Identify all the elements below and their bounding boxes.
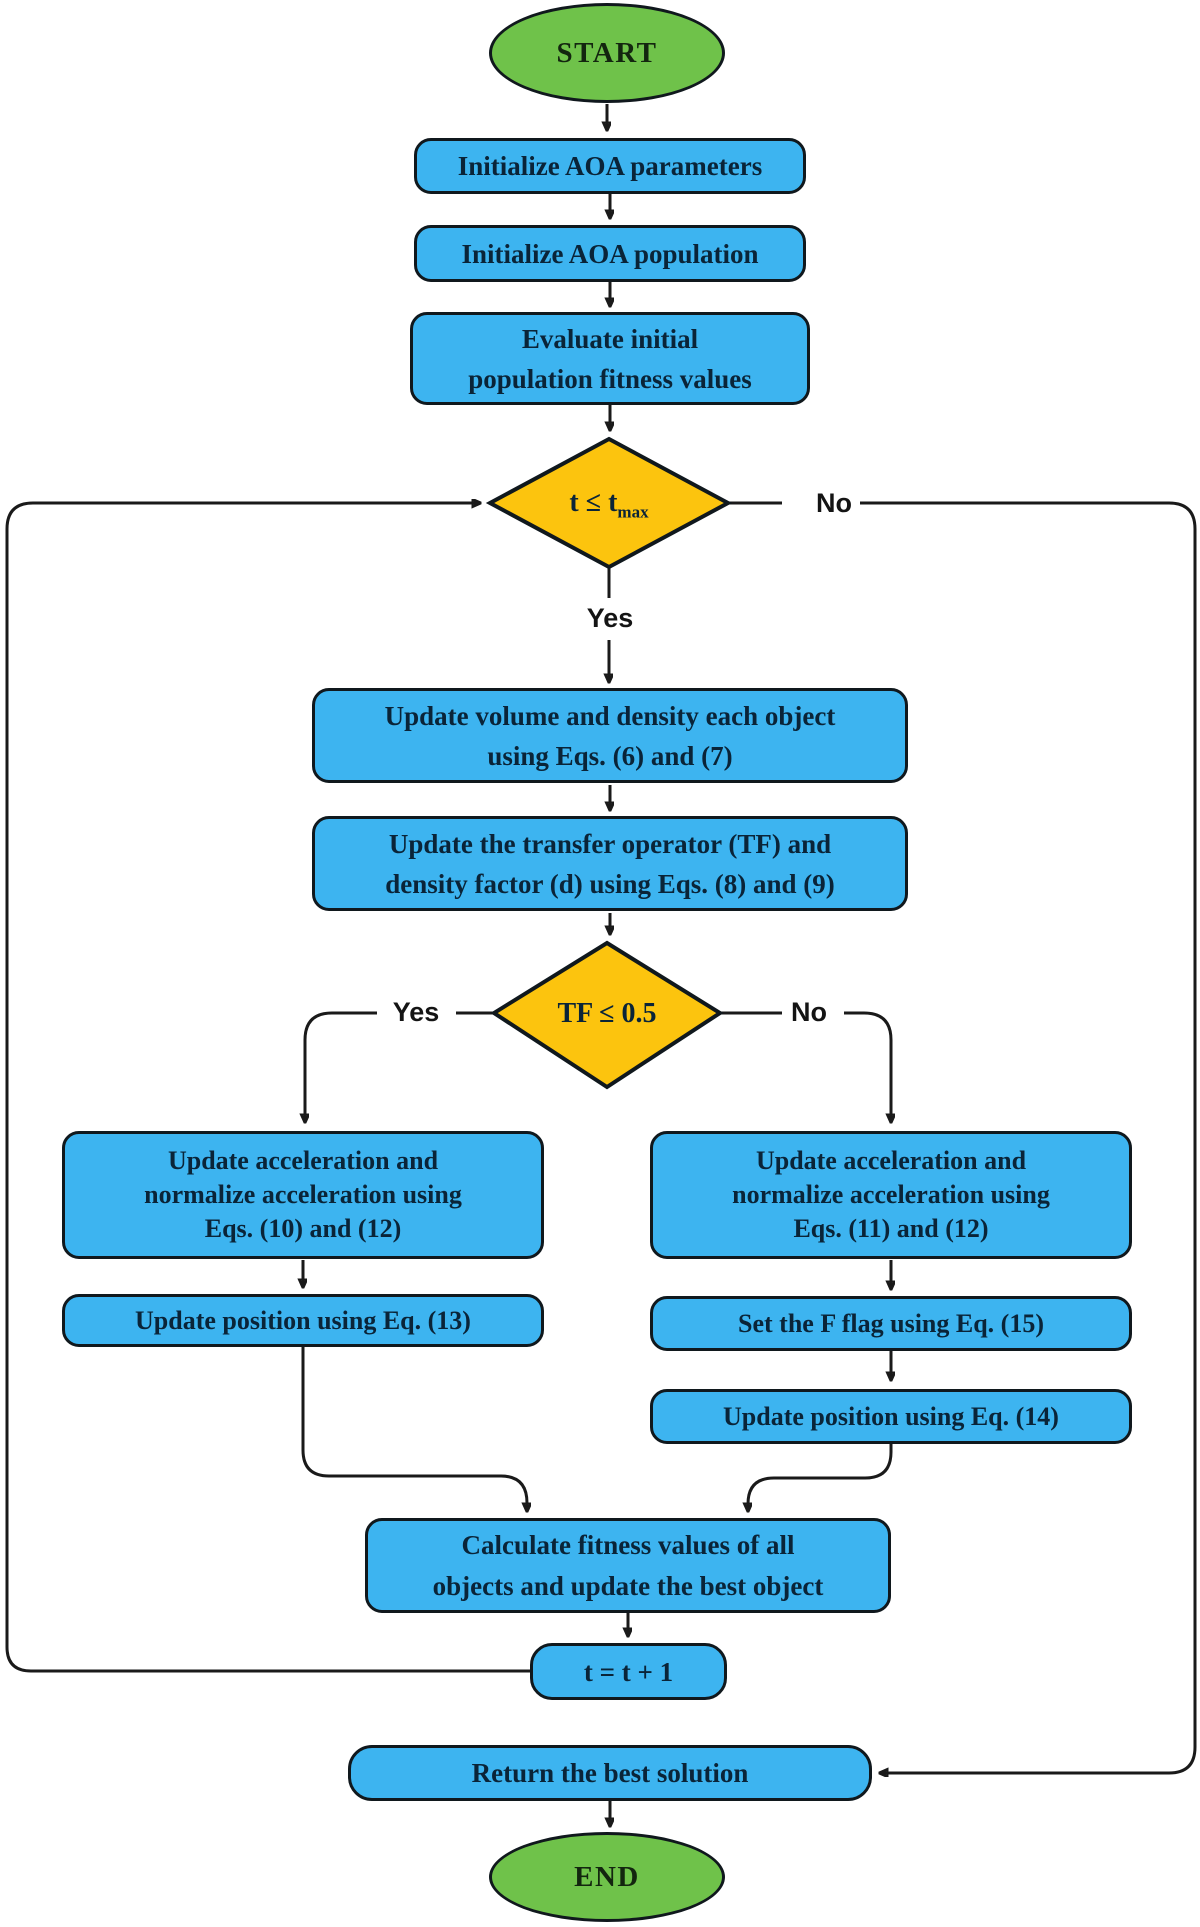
process-set-flag: Set the F flag using Eq. (15)	[650, 1296, 1132, 1351]
end-label: END	[574, 1860, 640, 1893]
increment-label: t = t + 1	[583, 1656, 674, 1687]
tf-line-1: Update the transfer operator (TF) and	[388, 828, 832, 859]
tf-no-text: No	[791, 996, 827, 1027]
process-increment: t = t + 1	[530, 1643, 727, 1700]
evaluate-line-2: population fitness values	[468, 363, 752, 394]
position-yes-label: Update position using Eq. (13)	[135, 1305, 471, 1335]
process-accel-yes: Update acceleration and normalize accele…	[62, 1131, 544, 1259]
iter-check-text: t ≤ t	[569, 487, 618, 518]
tf-check-text: TF ≤ 0.5	[557, 998, 657, 1029]
edge-iter-no-to-return	[860, 501, 1197, 1773]
decision-iteration-check	[485, 436, 733, 570]
accel-yes-line-2: normalize acceleration using	[144, 1180, 462, 1209]
process-init-population: Initialize AOA population	[414, 225, 806, 282]
iter-check-subscript: max	[617, 502, 649, 522]
edge-label-iteration-no: No	[794, 483, 874, 523]
start-label: START	[556, 36, 658, 69]
volume-line-1: Update volume and density each object	[384, 700, 836, 731]
process-calc-fitness: Calculate fitness values of all objects …	[365, 1518, 891, 1613]
set-flag-label: Set the F flag using Eq. (15)	[738, 1308, 1044, 1338]
process-init-params-label: Initialize AOA parameters	[457, 151, 763, 181]
edge-position-no-to-calc	[748, 1444, 893, 1510]
calc-fitness-line-1: Calculate fitness values of all	[461, 1529, 795, 1560]
calc-fitness-line-2: objects and update the best object	[432, 1570, 824, 1601]
accel-no-line-1: Update acceleration and	[755, 1146, 1027, 1175]
accel-no-line-2: normalize acceleration using	[732, 1180, 1050, 1209]
edge-increment-loop-to-iter-check	[5, 503, 530, 1673]
accel-yes-line-1: Update acceleration and	[167, 1146, 439, 1175]
decision-tf-check	[490, 940, 724, 1090]
tf-yes-text: Yes	[392, 996, 440, 1027]
edge-position-yes-to-calc	[301, 1347, 527, 1510]
process-update-tf-density: Update the transfer operator (TF) and de…	[312, 816, 908, 911]
accel-yes-line-3: Eqs. (10) and (12)	[204, 1214, 402, 1243]
process-update-volume-density: Update volume and density each object us…	[312, 688, 908, 783]
decision-iteration-check-label: t ≤ tmax	[490, 439, 728, 567]
process-init-population-label: Initialize AOA population	[461, 238, 759, 269]
process-position-yes: Update position using Eq. (13)	[62, 1294, 544, 1347]
iter-yes-text: Yes	[586, 602, 634, 633]
edge-label-tf-no: No	[776, 992, 842, 1032]
position-no-label: Update position using Eq. (14)	[723, 1401, 1059, 1431]
edge-label-iteration-yes: Yes	[570, 598, 650, 638]
tf-line-2: density factor (d) using Eqs. (8) and (9…	[385, 868, 835, 899]
process-return-best: Return the best solution	[348, 1745, 872, 1801]
return-best-label: Return the best solution	[471, 1758, 749, 1788]
process-init-params: Initialize AOA parameters	[414, 138, 806, 194]
iter-no-text: No	[816, 487, 852, 518]
decision-tf-check-label: TF ≤ 0.5	[494, 943, 720, 1085]
process-accel-no: Update acceleration and normalize accele…	[650, 1131, 1132, 1259]
evaluate-line-1: Evaluate initial	[521, 323, 699, 354]
volume-line-2: using Eqs. (6) and (7)	[487, 740, 733, 771]
start-terminator: START	[489, 3, 725, 103]
accel-no-line-3: Eqs. (11) and (12)	[793, 1214, 989, 1243]
edge-tf-no-segment-b	[844, 1011, 891, 1121]
end-terminator: END	[489, 1832, 725, 1922]
process-evaluate-initial: Evaluate initial population fitness valu…	[410, 312, 810, 405]
edge-label-tf-yes: Yes	[377, 992, 455, 1032]
process-position-no: Update position using Eq. (14)	[650, 1389, 1132, 1444]
edge-tf-yes-segment-b	[305, 1011, 377, 1121]
